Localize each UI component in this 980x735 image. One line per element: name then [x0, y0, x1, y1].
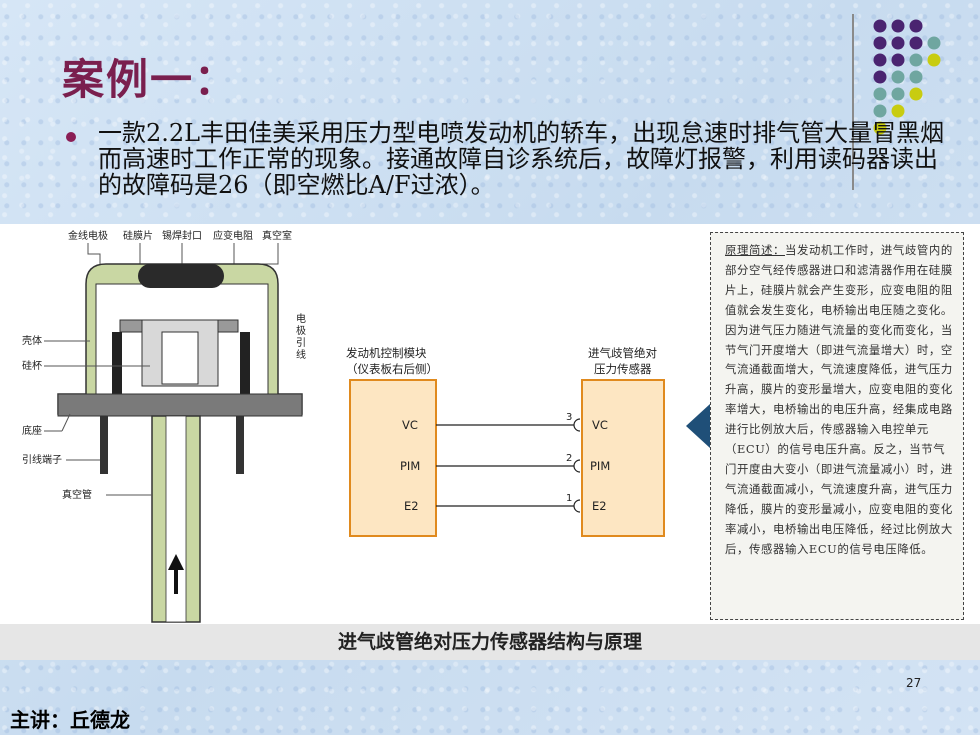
- label-gold-electrode: 金线电极: [68, 229, 108, 242]
- ecm-pin-vc: VC: [402, 418, 418, 432]
- label-vacuum-chamber: 真空室: [262, 229, 292, 242]
- decorative-dot: [891, 19, 905, 33]
- decorative-dot: [873, 19, 887, 33]
- pin-number-3: 3: [566, 412, 572, 423]
- airflow-arrow-icon: [168, 554, 184, 594]
- decorative-dot: [891, 53, 905, 67]
- map-title-line1: 进气歧管绝对: [588, 346, 657, 360]
- decorative-dot: [891, 36, 905, 50]
- decorative-dot: [891, 104, 905, 118]
- label-lead-terminal: 引线端子: [22, 453, 62, 466]
- decorative-dot: [909, 36, 923, 50]
- label-vacuum-tube: 真空管: [62, 488, 92, 501]
- pin-number-2: 2: [566, 453, 572, 464]
- label-electrode-lead: 电极引线: [296, 312, 306, 361]
- ecm-title-line2: （仪表板右后侧）: [346, 362, 438, 376]
- principle-text: 当发动机工作时，进气歧管内的部分空气经传感器进口和滤清器作用在硅膜片上，硅膜片就…: [725, 243, 953, 556]
- decorative-dot: [909, 53, 923, 67]
- decorative-dot: [927, 53, 941, 67]
- label-base: 底座: [22, 424, 42, 437]
- decorative-dot: [873, 36, 887, 50]
- decorative-dot: [873, 121, 887, 135]
- figure-caption: 进气歧管绝对压力传感器结构与原理: [0, 624, 980, 660]
- decorative-dot: [891, 70, 905, 84]
- bullet-item: 一款2.2L丰田佳美采用压力型电喷发动机的轿车，出现怠速时排气管大量冒黑烟而高速…: [66, 120, 946, 198]
- sensor-diagram: 金线电极 硅膜片 锡焊封口 应变电阻 真空室: [22, 229, 710, 623]
- ecm-pin-pim: PIM: [400, 459, 420, 473]
- decorative-dot: [909, 87, 923, 101]
- pointer-arrow-icon: [686, 404, 710, 448]
- page-number: 27: [906, 676, 922, 690]
- decorative-dot: [909, 19, 923, 33]
- decorative-dot: [873, 87, 887, 101]
- ecm-box: [349, 379, 437, 537]
- ecm-pin-e2: E2: [404, 499, 419, 513]
- sensor-figure: 金线电极 硅膜片 锡焊封口 应变电阻 真空室: [0, 224, 980, 660]
- decorative-dot: [927, 36, 941, 50]
- wiring: [436, 418, 581, 513]
- title-divider-line: [852, 14, 854, 190]
- decorative-dot: [873, 104, 887, 118]
- bullet-dot-icon: [66, 132, 76, 142]
- decorative-dot: [891, 87, 905, 101]
- bullet-text: 一款2.2L丰田佳美采用压力型电喷发动机的轿车，出现怠速时排气管大量冒黑烟而高速…: [98, 119, 945, 199]
- map-title-line2: 压力传感器: [594, 362, 652, 376]
- pin-number-1: 1: [566, 493, 572, 504]
- sensor-body-drawing: [57, 263, 303, 623]
- label-shell: 壳体: [22, 334, 42, 347]
- label-silicon-film: 硅膜片: [123, 229, 153, 242]
- label-strain-resistor: 应变电阻: [213, 229, 253, 242]
- decorative-dot: [909, 70, 923, 84]
- slide-title: 案例一：: [62, 55, 239, 104]
- decorative-dot-grid: [873, 19, 941, 135]
- map-pin-e2: E2: [592, 499, 607, 513]
- label-silicon-cup: 硅杯: [22, 359, 42, 372]
- decorative-dot: [873, 53, 887, 67]
- ecm-title-line1: 发动机控制模块: [346, 346, 427, 360]
- map-sensor-box: [581, 379, 665, 537]
- principle-heading: 原理简述：: [725, 243, 785, 257]
- map-pin-vc: VC: [592, 418, 608, 432]
- decorative-dot: [873, 70, 887, 84]
- label-tin-seal: 锡焊封口: [162, 229, 202, 242]
- map-pin-pim: PIM: [590, 459, 610, 473]
- presenter-name: 主讲：丘德龙: [10, 708, 130, 732]
- principle-description: 原理简述：当发动机工作时，进气歧管内的部分空气经传感器进口和滤清器作用在硅膜片上…: [710, 232, 964, 620]
